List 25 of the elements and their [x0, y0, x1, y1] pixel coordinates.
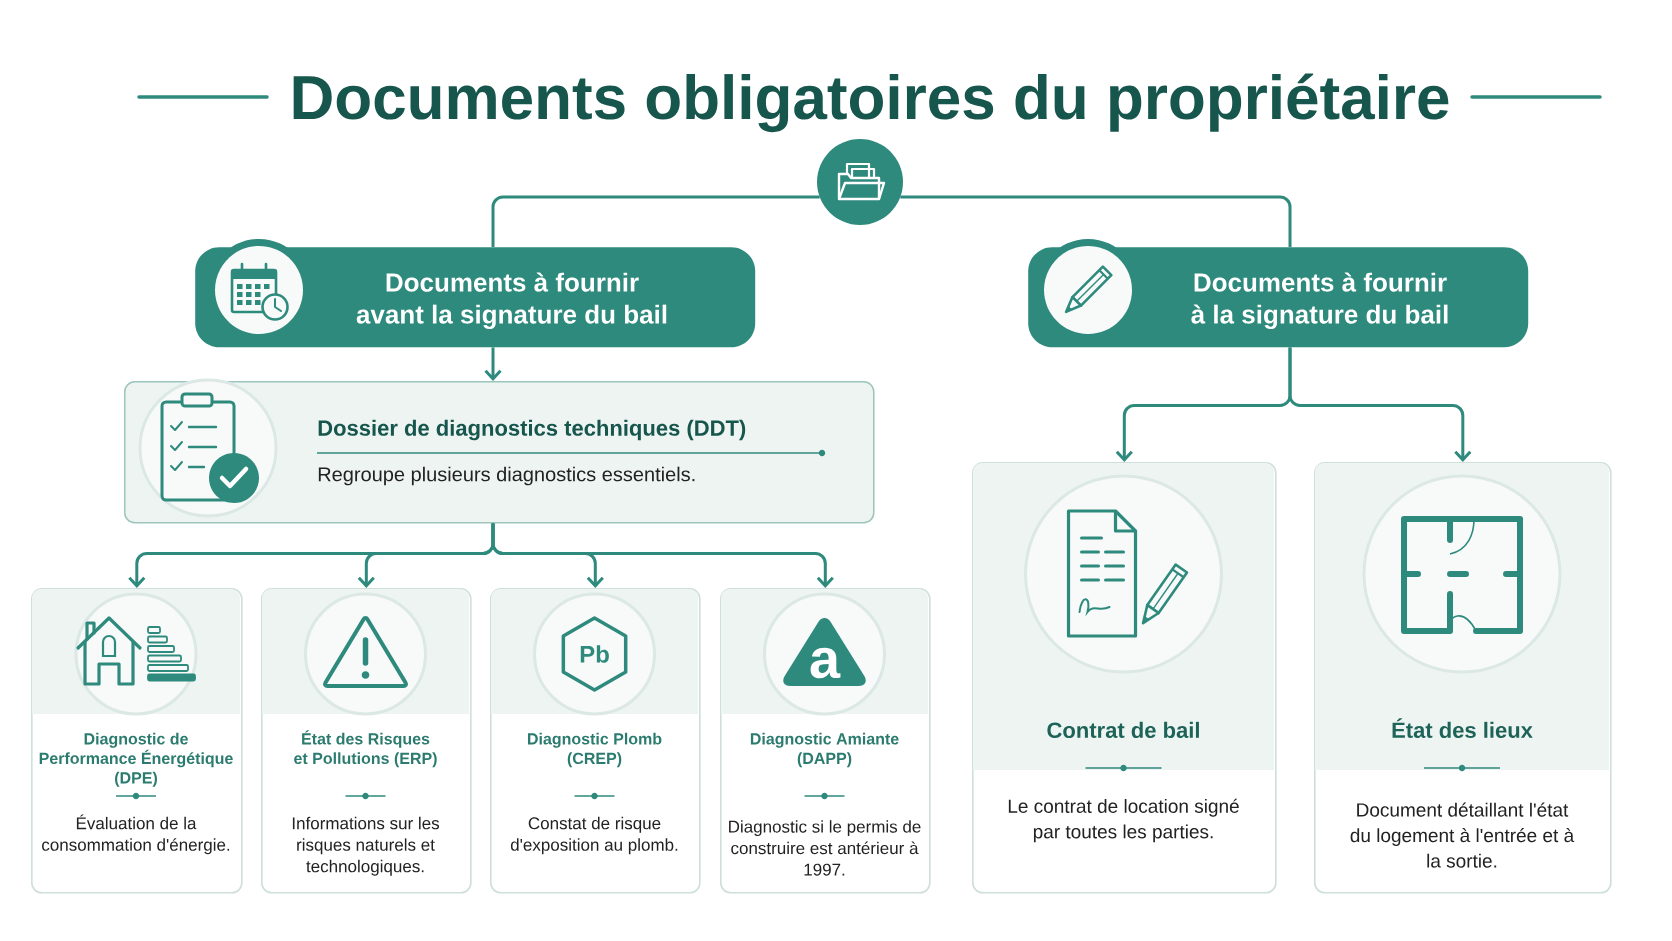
- card-title: État des lieux: [1392, 718, 1533, 738]
- icon-letter: a: [810, 647, 841, 679]
- connector: [491, 195, 820, 247]
- card-text: Constat de risque d'exposition au plomb.: [510, 816, 678, 855]
- folder-icon: [817, 139, 903, 225]
- card-title: Contrat de bail: [1047, 721, 1199, 738]
- panel-text: Regroupe plusieurs diagnostics essentiels.: [318, 466, 695, 486]
- connector: [1288, 347, 1472, 462]
- card-text: Diagnostic si le permis de construire est antérieur à 1997.: [729, 820, 921, 876]
- card-title: État des Risques et Pollutions (ERP): [294, 730, 437, 768]
- header-banner: Documents à fournir avant la signature du bail: [195, 239, 756, 348]
- header-banner: Documents à fournir à la signature du bail: [1028, 239, 1529, 348]
- card-text: Évaluation de la consommation d'énergie.: [42, 814, 230, 855]
- element-symbol: Pb: [580, 645, 609, 663]
- connector: [484, 347, 502, 381]
- card-text: Informations sur les risques naturels et technologiques.: [292, 816, 440, 876]
- card-text: Le contrat de location signé par toutes les parties.: [1008, 798, 1239, 843]
- connector: [900, 195, 1292, 247]
- title: Documents obligatoires du propriétaire: [293, 73, 1449, 133]
- card-text: Document détaillant l'état du logement à l'entrée et à la sortie.: [1350, 802, 1575, 868]
- card-title: Diagnostic de Performance Énergétique (DPE): [39, 732, 233, 787]
- panel-title: Dossier de diagnostics techniques (DDT): [318, 419, 746, 441]
- card-title: Diagnostic Amiante (DAPP): [750, 732, 899, 768]
- card-title: Diagnostic Plomb (CREP): [528, 732, 662, 768]
- connector: [491, 523, 834, 588]
